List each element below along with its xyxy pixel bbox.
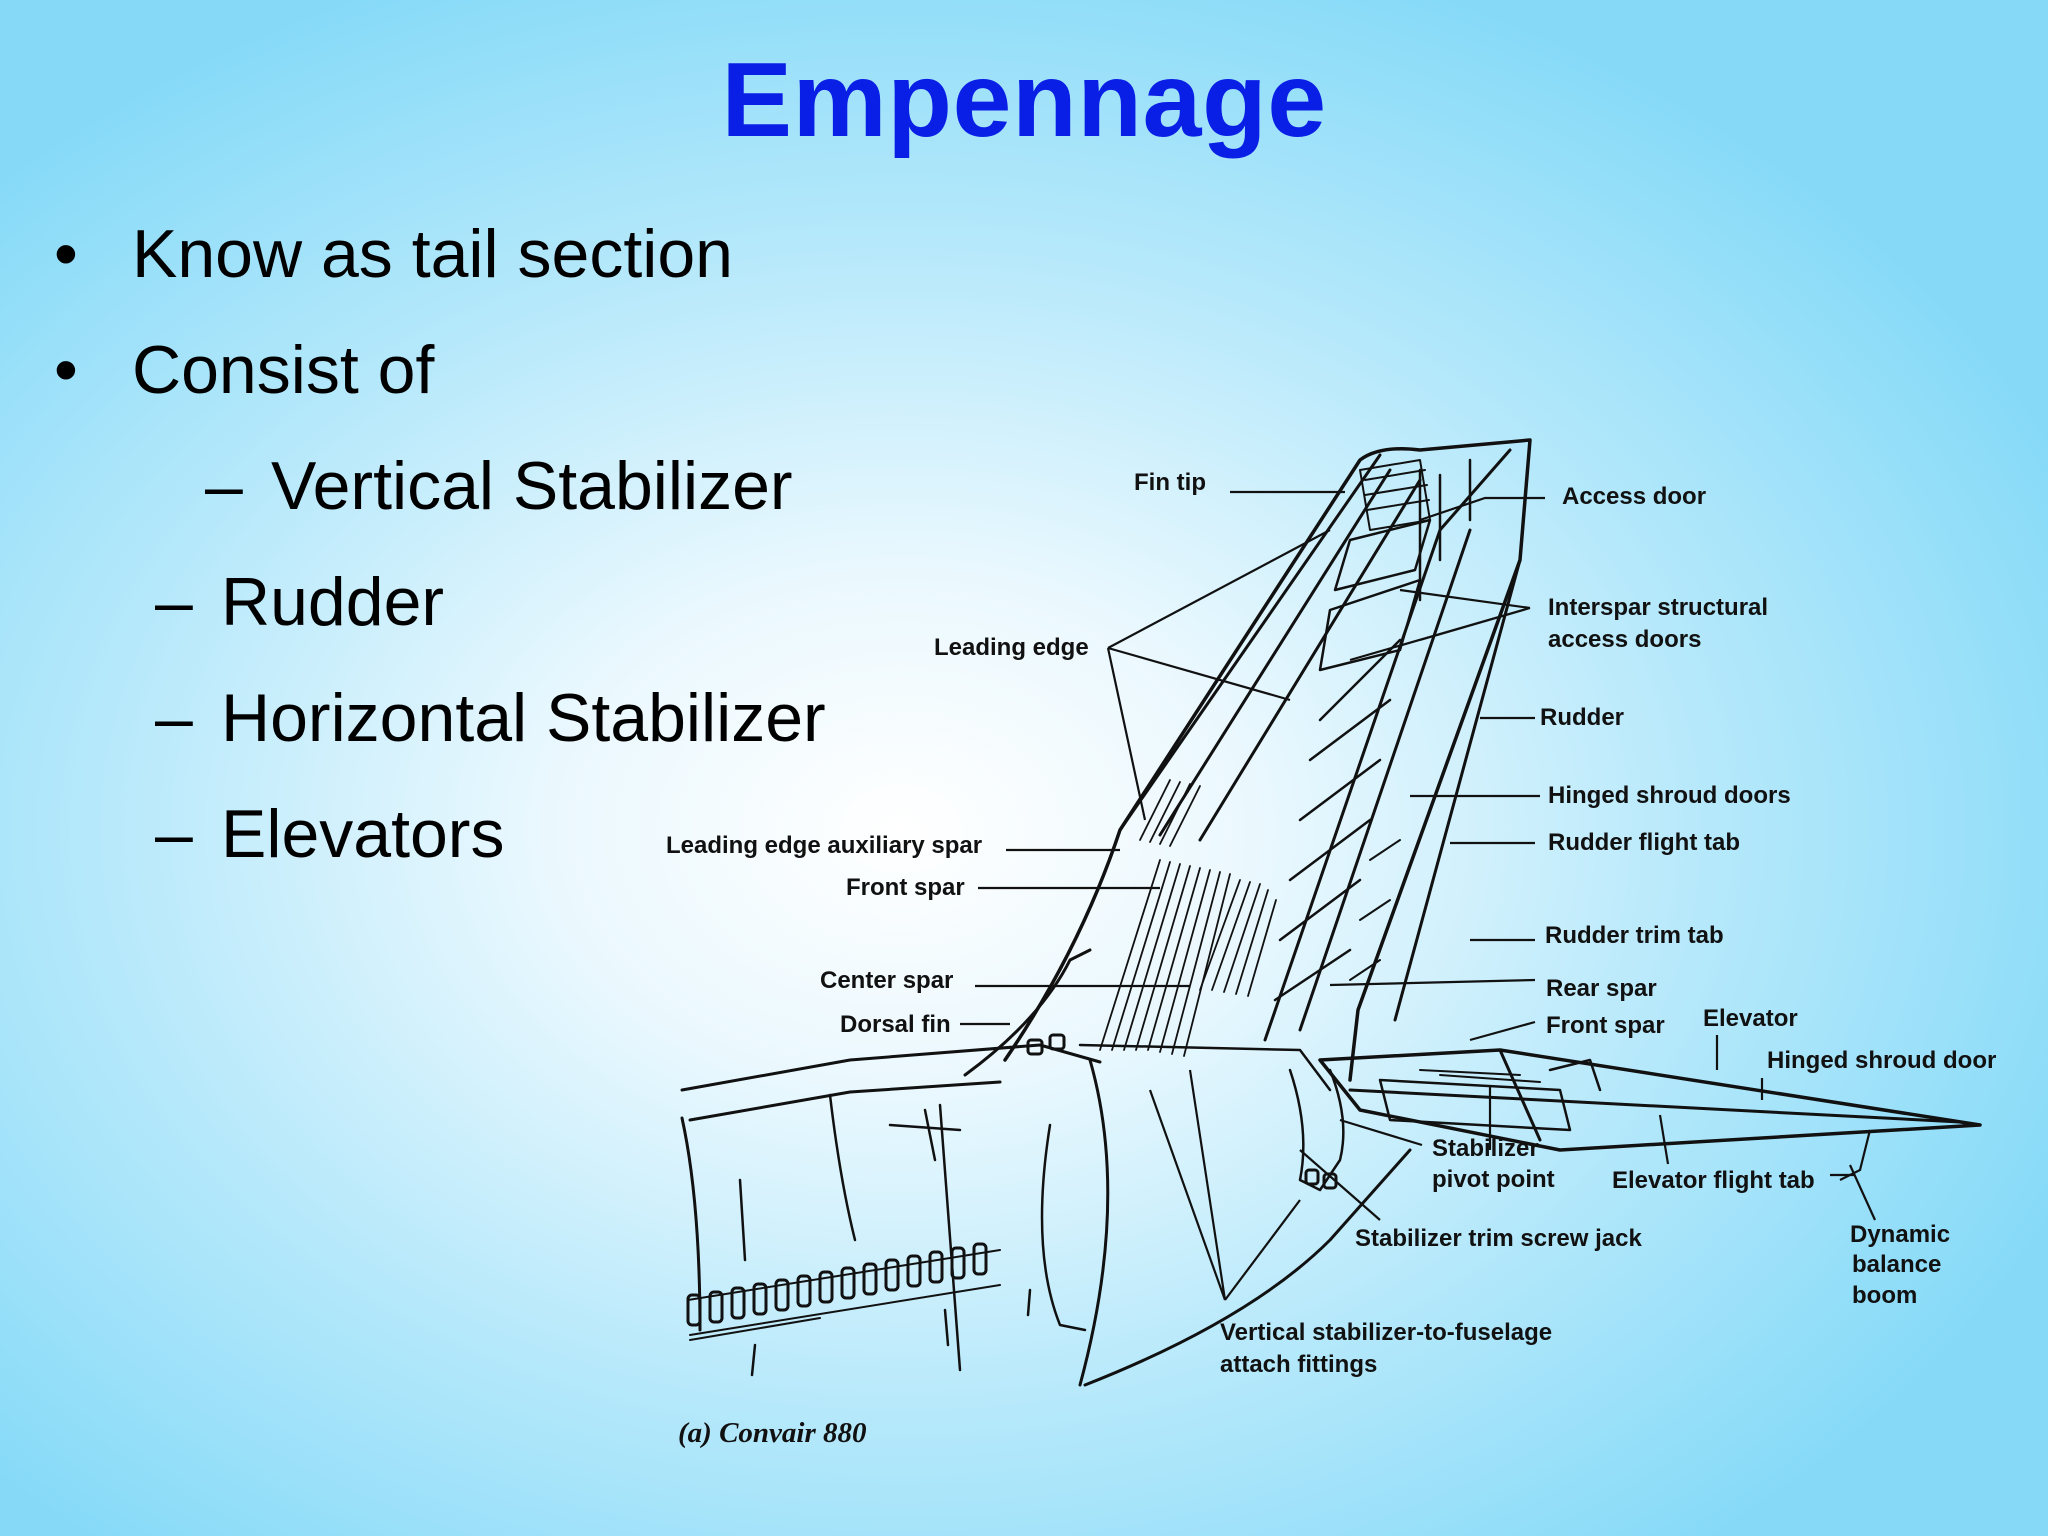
label-elevator: Elevator [1703, 1005, 1798, 1032]
label-dynamic-1: Dynamic [1850, 1221, 1950, 1248]
label-interspar-2: access doors [1548, 626, 1701, 653]
dash-marker: – [205, 448, 243, 524]
label-dynamic-3: boom [1852, 1282, 1917, 1309]
bullet-tail-section: • Know as tail section [54, 215, 733, 293]
subitem-text: Elevators [221, 796, 505, 872]
slide-title: Empennage [721, 41, 1327, 159]
label-le-aux-spar: Leading edge auxiliary spar [666, 832, 982, 859]
label-rear-spar: Rear spar [1546, 975, 1657, 1002]
subitem-horizontal-stabilizer: –Horizontal Stabilizer [155, 679, 826, 757]
label-dorsal-fin: Dorsal fin [840, 1011, 951, 1038]
dash-marker: – [155, 796, 193, 872]
subitem-text: Vertical Stabilizer [271, 448, 793, 524]
label-access-door: Access door [1562, 483, 1706, 510]
bullet-marker: • [54, 216, 78, 292]
label-rudder-flight-tab: Rudder flight tab [1548, 829, 1740, 856]
label-attach-2: attach fittings [1220, 1351, 1377, 1378]
dash-marker: – [155, 564, 193, 640]
label-leading-edge: Leading edge [934, 634, 1089, 661]
label-stab-pivot-1: Stabilizer [1432, 1135, 1539, 1162]
bullet-text: Consist of [132, 332, 435, 408]
label-hinged-shroud-door: Hinged shroud door [1767, 1047, 1996, 1074]
subitem-text: Rudder [221, 564, 445, 640]
label-rudder-trim-tab: Rudder trim tab [1545, 922, 1724, 949]
label-fin-tip: Fin tip [1134, 469, 1206, 496]
label-hinged-shroud-doors: Hinged shroud doors [1548, 782, 1791, 809]
subitem-vertical-stabilizer: –Vertical Stabilizer [205, 447, 793, 525]
subitem-rudder: –Rudder [155, 563, 444, 641]
bullet-text: Know as tail section [132, 216, 733, 292]
diagram-caption: (a) Convair 880 [678, 1417, 867, 1449]
subitem-text: Horizontal Stabilizer [221, 680, 826, 756]
dash-marker: – [155, 680, 193, 756]
label-attach-1: Vertical stabilizer-to-fuselage [1220, 1319, 1552, 1346]
subitem-elevators: –Elevators [155, 795, 504, 873]
label-stab-trim-jack: Stabilizer trim screw jack [1355, 1225, 1642, 1252]
label-dynamic-2: balance [1852, 1251, 1941, 1278]
bullet-marker: • [54, 332, 78, 408]
leader-lines [960, 490, 1877, 1301]
tail-line-art [680, 438, 1982, 1387]
label-stab-pivot-2: pivot point [1432, 1166, 1555, 1193]
bullet-consist-of: • Consist of [54, 331, 435, 409]
label-elevator-flight-tab: Elevator flight tab [1612, 1167, 1815, 1194]
label-rudder: Rudder [1540, 704, 1624, 731]
diagram-labels: Fin tip Access door Interspar structural… [666, 469, 1996, 1449]
label-center-spar: Center spar [820, 967, 953, 994]
label-interspar-1: Interspar structural [1548, 594, 1768, 621]
label-front-spar-2: Front spar [1546, 1012, 1665, 1039]
label-front-spar: Front spar [846, 874, 965, 901]
